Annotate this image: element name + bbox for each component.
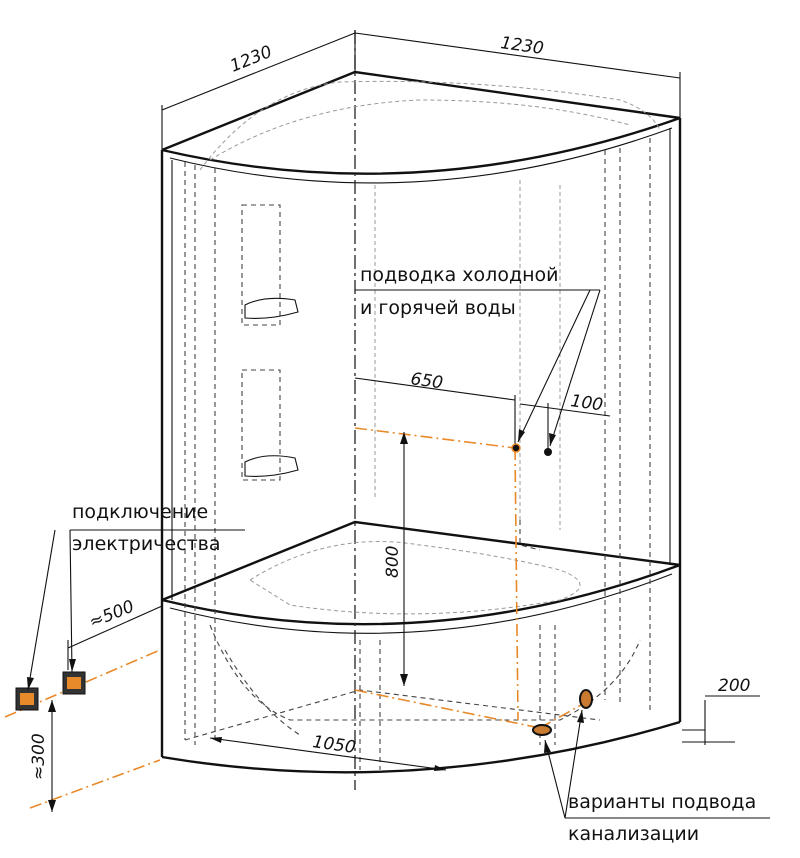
cabin-hidden-lines (184, 30, 661, 790)
drain-points (532, 689, 593, 736)
leader-lines (27, 289, 770, 819)
label-drain-1: варианты подвода (568, 791, 756, 813)
label-water-supply-2: и горячей воды (360, 297, 516, 319)
water-supply-points (511, 443, 552, 456)
dim-1230-left: 1230 (227, 42, 275, 77)
hot-water-point (544, 448, 552, 456)
dim-100: 100 (569, 391, 604, 415)
label-drain-2: канализации (568, 823, 699, 845)
label-electric-1: подключение (72, 501, 208, 523)
label-electric-2: электричества (72, 533, 220, 555)
dim-1050: 1050 (311, 732, 357, 758)
cold-water-point (511, 443, 521, 453)
electric-sockets (15, 671, 86, 711)
dim-650: 650 (409, 369, 444, 393)
dimension-lines (48, 30, 760, 812)
dim-300: ≈300 (29, 733, 49, 780)
dim-200: 200 (718, 676, 750, 696)
drain-point-2 (579, 689, 593, 709)
dim-500: ≈500 (86, 597, 137, 633)
cabin-outline (160, 70, 682, 774)
drain-point-1 (532, 724, 552, 736)
dim-800: 800 (383, 546, 403, 578)
label-water-supply-1: подводка холодной (360, 264, 558, 286)
dim-1230-right: 1230 (499, 33, 545, 59)
